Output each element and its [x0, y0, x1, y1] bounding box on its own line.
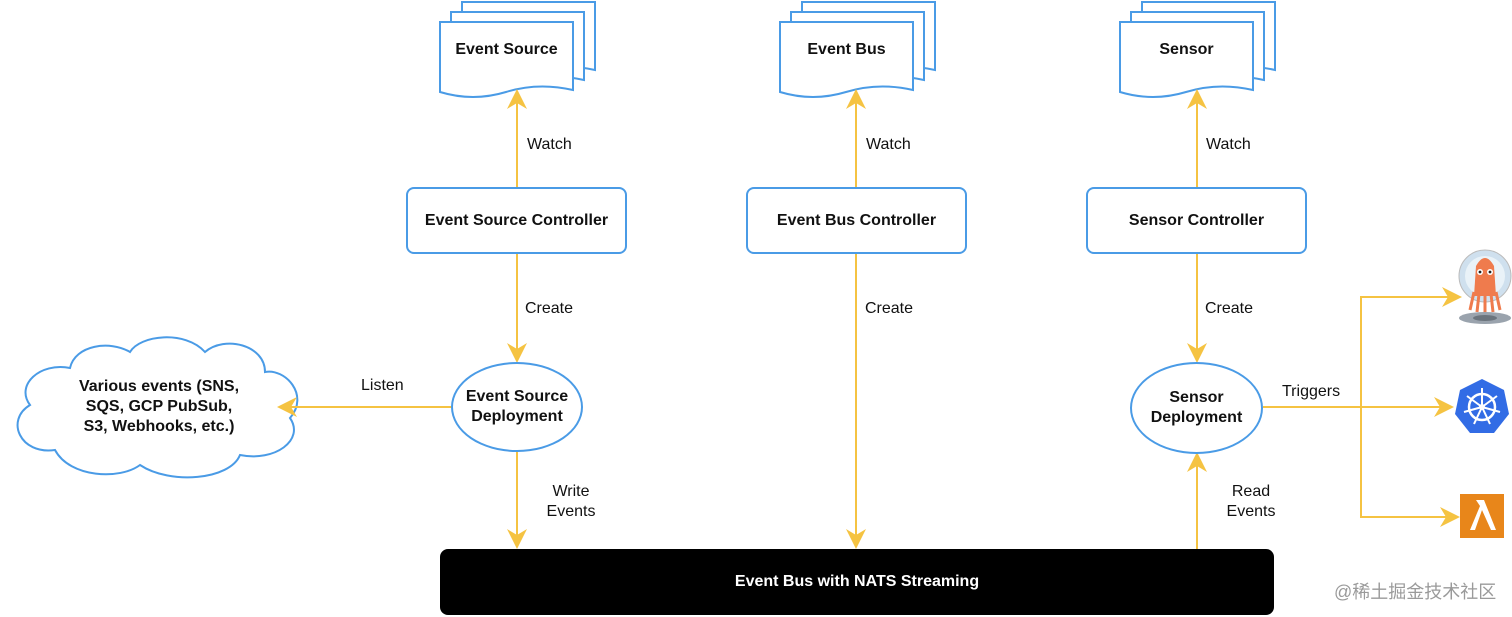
- read-events-line2: Events: [1226, 503, 1276, 520]
- watch-label-sensor: Watch: [1206, 136, 1251, 153]
- create-label-event-bus: Create: [865, 300, 914, 317]
- event-bus-doc-stack: [779, 1, 936, 98]
- events-cloud: [16, 336, 299, 479]
- create-label-sensor: Create: [1205, 300, 1254, 317]
- events-cloud-text: Various events (SNS, SQS, GCP PubSub, S3…: [54, 377, 264, 437]
- event-bus-nats-streaming: Event Bus with NATS Streaming: [440, 549, 1274, 615]
- event-source-controller: Event Source Controller: [406, 187, 627, 254]
- events-cloud-line2: SQS, GCP PubSub,: [85, 398, 233, 415]
- watch-label-event-source: Watch: [527, 136, 572, 153]
- write-events-line2: Events: [546, 503, 596, 520]
- event-source-doc-stack: [439, 1, 596, 98]
- event-bus-resource-label: Event Bus: [807, 41, 886, 58]
- write-events-line1: Write: [552, 483, 590, 500]
- triggers-label: Triggers: [1282, 383, 1341, 400]
- aws-lambda-icon: [1460, 494, 1504, 538]
- sensor-doc-stack: [1119, 1, 1276, 98]
- event-source-deployment-line1: Event Source: [465, 388, 569, 405]
- event-source-resource-label: Event Source: [455, 41, 558, 58]
- arrow-trigger-lambda: [1360, 407, 1460, 527]
- event-bus-controller: Event Bus Controller: [746, 187, 967, 254]
- sensor-resource-label: Sensor: [1159, 41, 1214, 58]
- read-events-label: Read Events: [1220, 482, 1282, 522]
- events-cloud-line3: S3, Webhooks, etc.): [83, 418, 235, 435]
- create-label-event-source: Create: [525, 300, 574, 317]
- event-source-deployment: Event Source Deployment: [451, 362, 583, 452]
- sensor-controller: Sensor Controller: [1086, 187, 1307, 254]
- argo-mascot-icon: [1458, 249, 1512, 324]
- read-events-line1: Read: [1231, 483, 1271, 500]
- sensor-deployment: Sensor Deployment: [1130, 362, 1263, 454]
- watermark: @稀土掘金技术社区: [1334, 582, 1497, 602]
- watch-label-event-bus: Watch: [866, 136, 911, 153]
- write-events-label: Write Events: [540, 482, 602, 522]
- events-cloud-line1: Various events (SNS,: [78, 378, 240, 395]
- listen-label: Listen: [361, 377, 404, 394]
- sensor-deployment-line2: Deployment: [1150, 409, 1243, 426]
- event-source-deployment-line2: Deployment: [471, 408, 563, 425]
- sensor-deployment-line1: Sensor: [1169, 389, 1224, 406]
- kubernetes-icon: [1455, 379, 1509, 433]
